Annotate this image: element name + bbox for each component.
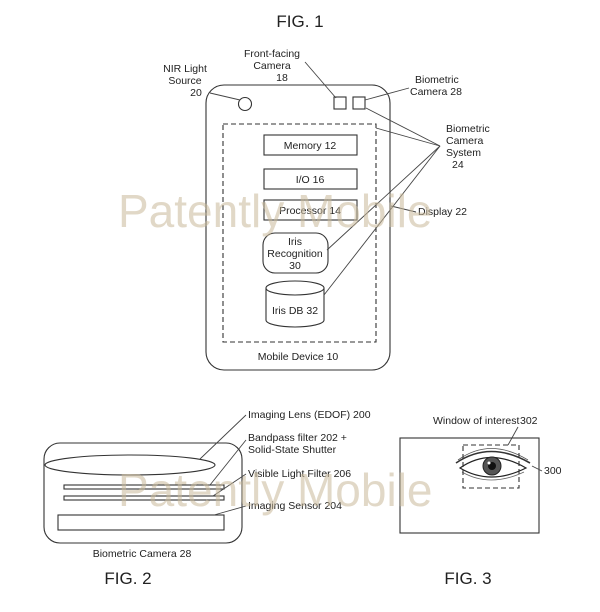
biometric-system-label-1: Biometric — [446, 123, 490, 135]
fig2-leader-lines — [199, 414, 247, 516]
fig3-leader-lines — [507, 426, 543, 472]
iris-recognition-label-3: 30 — [289, 260, 301, 272]
biometric-system-label-4: 24 — [452, 159, 464, 171]
iris-recognition-block — [262, 232, 329, 274]
frame-ref: 300 — [544, 465, 562, 477]
imaging-sensor-label: Imaging Sensor 204 — [248, 500, 342, 512]
iris-db-cylinder-top — [265, 280, 325, 296]
fig1-leader-lines — [209, 61, 441, 296]
system-boundary — [222, 123, 377, 343]
bandpass-filter — [63, 484, 225, 490]
memory-label: Memory 12 — [284, 140, 337, 152]
nir-label-2: Source — [168, 75, 201, 87]
bandpass-label-1: Bandpass filter 202 + — [248, 432, 347, 444]
visible-light-filter — [63, 495, 225, 501]
window-of-interest-ref: 302 — [520, 415, 538, 427]
nir-label-3: 20 — [190, 87, 202, 99]
mobile-device-label: Mobile Device 10 — [258, 351, 339, 363]
window-of-interest-box — [462, 444, 520, 489]
watermark-top: Patently Mobile — [118, 185, 433, 237]
front-camera-label-1: Front-facing — [244, 48, 300, 60]
display-label: Display 22 — [418, 206, 467, 218]
front-camera-label-3: 18 — [276, 72, 288, 84]
imaging-lens-label: Imaging Lens (EDOF) 200 — [248, 409, 371, 421]
window-of-interest-label: Window of interest — [433, 415, 519, 427]
iris-recognition-label-1: Iris — [288, 236, 302, 248]
io-label: I/O 16 — [296, 174, 325, 186]
fig2-camera-label: Biometric Camera 28 — [93, 548, 192, 560]
biometric-camera-icon — [352, 96, 366, 110]
mobile-device-outline — [205, 84, 391, 371]
biometric-system-label-2: Camera — [446, 135, 484, 147]
iris-db-cylinder — [265, 288, 325, 328]
processor-block — [263, 199, 358, 221]
imaging-lens — [44, 454, 216, 476]
iris-recognition-label-2: Recognition — [267, 248, 323, 260]
nir-light-source-icon — [237, 96, 253, 112]
fig2-title: FIG. 2 — [104, 569, 151, 588]
front-facing-camera-icon — [333, 96, 347, 110]
bandpass-label-2: Solid-State Shutter — [248, 444, 337, 456]
io-block — [263, 168, 358, 190]
fig1-title: FIG. 1 — [276, 12, 323, 31]
biometric-camera-label-2: Camera 28 — [410, 86, 462, 98]
iris-db-label: Iris DB 32 — [272, 305, 318, 317]
memory-block — [263, 134, 358, 156]
watermark-bottom: Patently Mobile — [118, 464, 433, 516]
biometric-camera-label-1: Biometric — [415, 74, 459, 86]
fig3-title: FIG. 3 — [444, 569, 491, 588]
eye-icon — [455, 448, 531, 481]
processor-label: Processor 14 — [279, 205, 341, 217]
nir-label-1: NIR Light — [163, 63, 207, 75]
imaging-sensor — [57, 514, 225, 531]
visible-filter-label: Visible Light Filter 206 — [248, 468, 351, 480]
biometric-system-label-3: System — [446, 147, 481, 159]
front-camera-label-2: Camera — [253, 60, 291, 72]
